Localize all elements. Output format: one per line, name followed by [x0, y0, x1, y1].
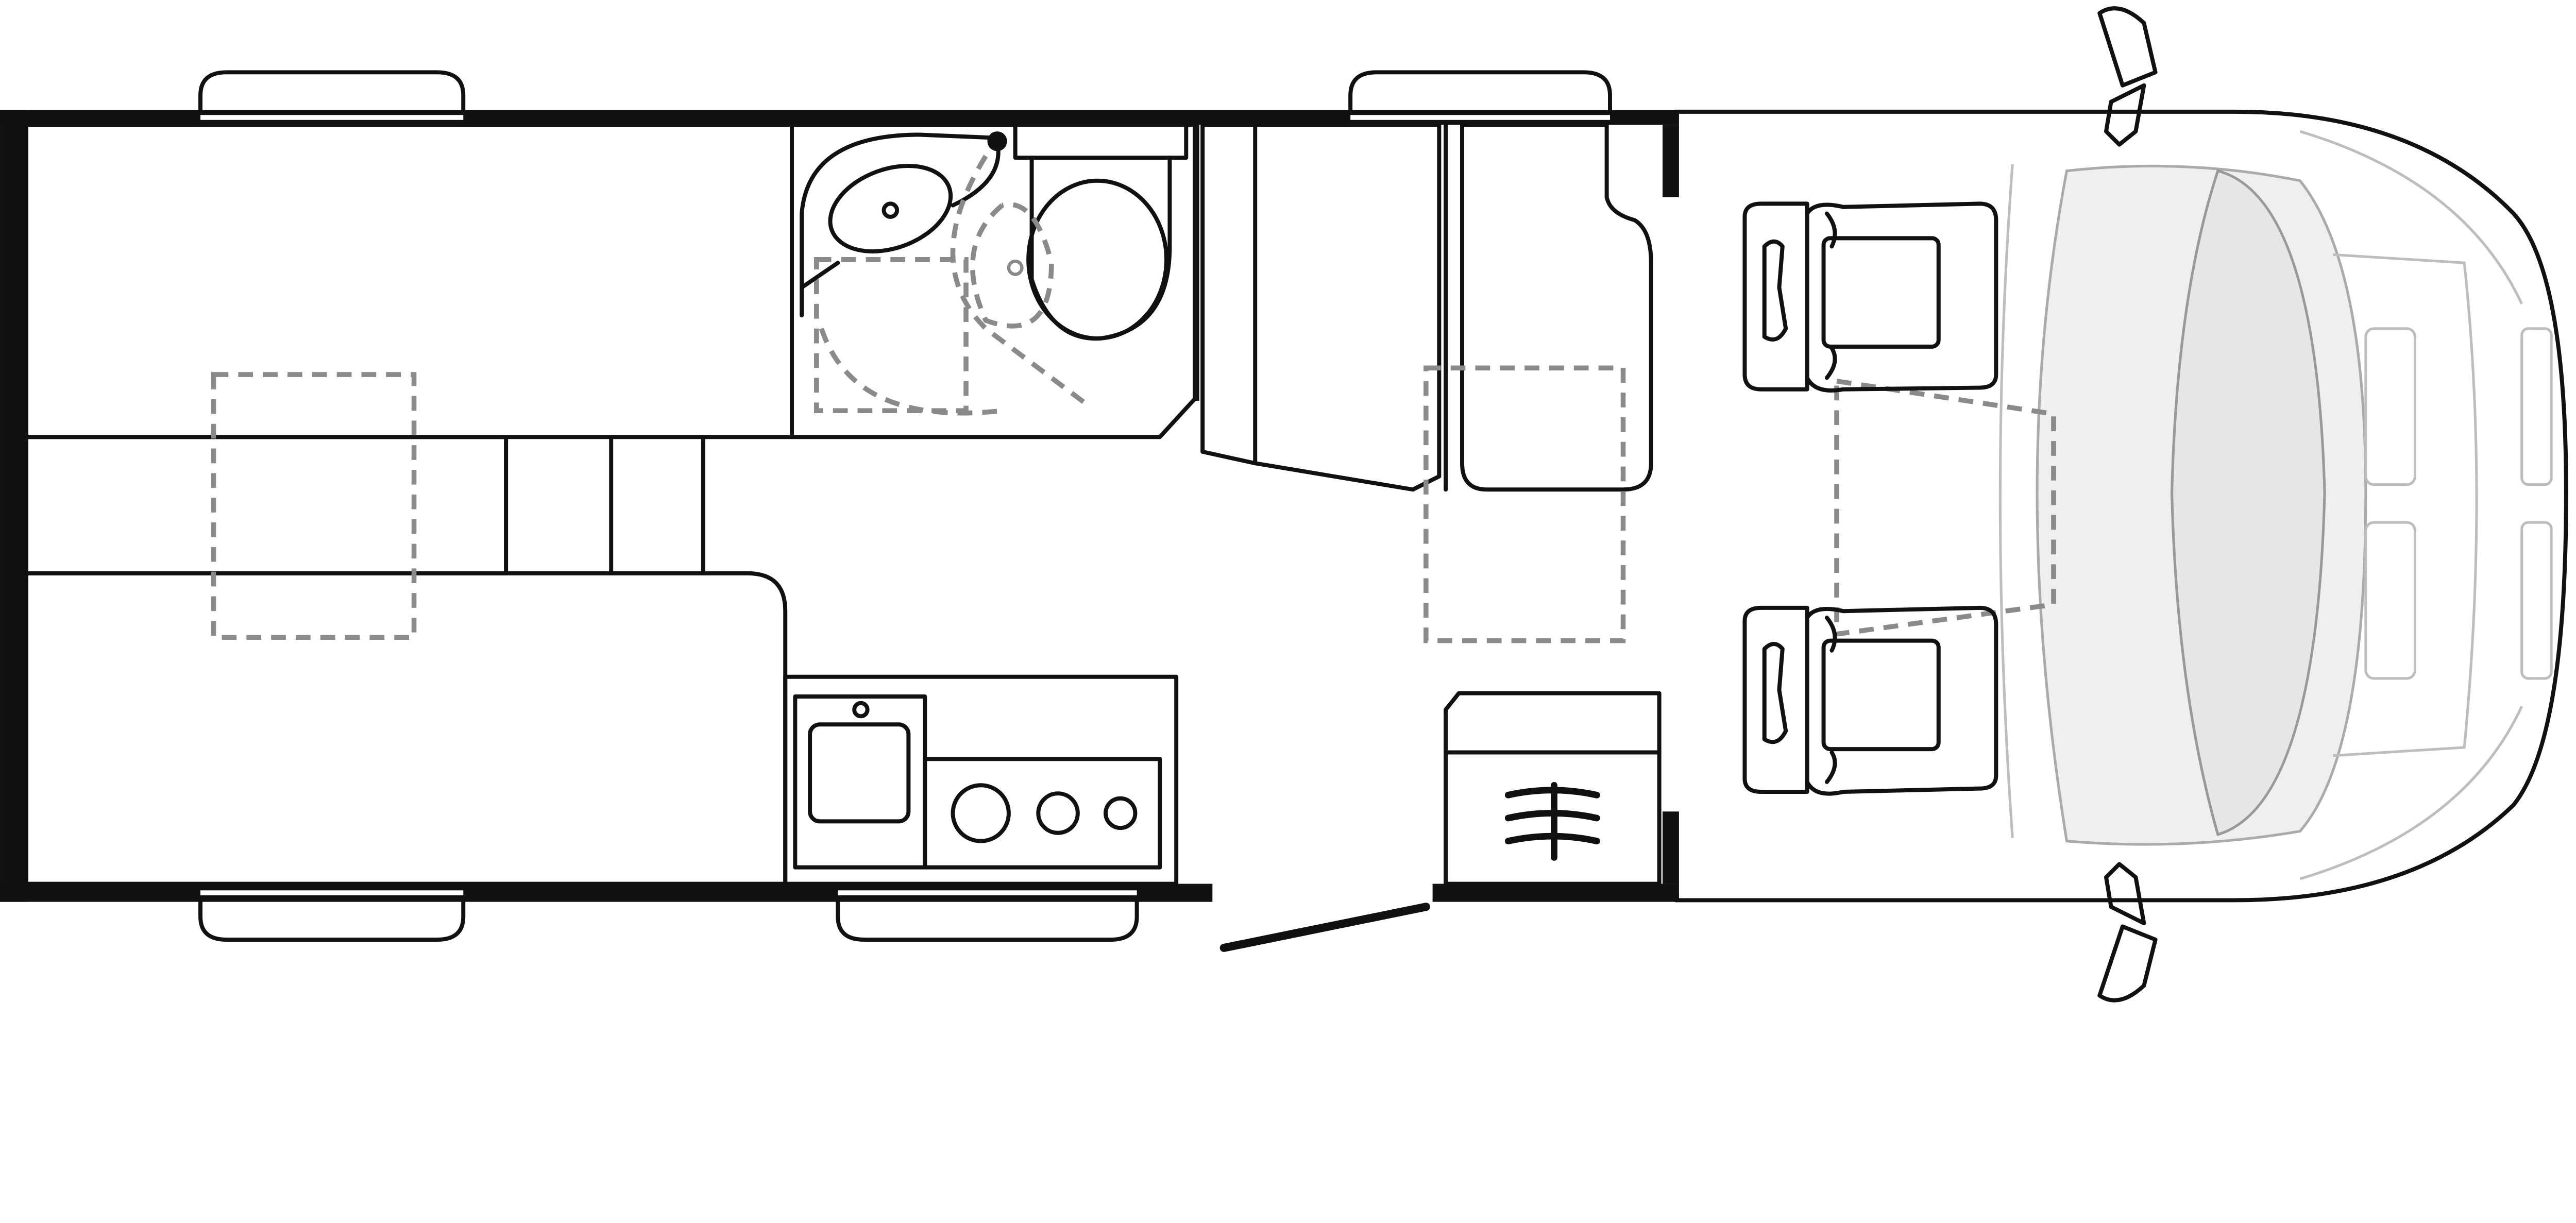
passenger-seat-cushion — [1805, 605, 1998, 796]
shower-door-swing — [819, 155, 1086, 416]
wall-window-sill-1 — [200, 115, 464, 120]
cab-body — [1673, 109, 2568, 903]
burner-small — [1104, 796, 1138, 830]
cab-table-swing — [1834, 378, 2056, 637]
window-kitchen-bottom — [836, 895, 1139, 942]
floor-drain — [1007, 259, 1024, 276]
bathroom-sink — [828, 163, 953, 253]
sink-surround — [793, 694, 927, 870]
mirror-top-icon — [2097, 6, 2158, 147]
walls — [0, 110, 1679, 902]
tap-icon — [852, 701, 870, 719]
window-mid-top — [1348, 70, 1612, 117]
mirror-bottom-icon — [2097, 862, 2158, 1003]
shower-tray — [814, 257, 969, 413]
driver-seat-base — [1742, 201, 1809, 392]
driver-armrest — [1762, 211, 1837, 380]
cab-line-2 — [2299, 130, 2523, 880]
heater-vent-icon — [1504, 782, 1600, 861]
cab-line-1 — [1998, 164, 2014, 838]
wall-bath-side — [1193, 125, 1199, 401]
cab — [1673, 6, 2568, 1003]
passenger-seat-back — [1821, 638, 1941, 752]
window-rear-top — [198, 70, 466, 117]
wall-bottom-front — [1432, 884, 1679, 902]
driver-seat-back — [1821, 236, 1941, 349]
wardrobe — [1200, 123, 1442, 492]
side-light-2 — [2364, 521, 2417, 680]
kitchen — [783, 674, 1179, 886]
windows — [198, 70, 1612, 942]
toilet-seat — [1026, 178, 1169, 341]
fridge — [1444, 691, 1662, 886]
sink-counter — [800, 132, 1001, 318]
side-light-1 — [2364, 327, 2417, 486]
kitchen-sink — [808, 722, 911, 824]
bed-upper — [24, 123, 794, 439]
burner-large — [951, 783, 1011, 843]
wall-window-sill-4 — [838, 890, 1137, 895]
shower-hose — [800, 139, 1001, 290]
lounge — [1200, 123, 2056, 643]
side-seat — [1460, 123, 1653, 492]
headlight-2 — [2520, 521, 2553, 680]
bathroom — [790, 123, 1198, 439]
wall-cab-top — [1663, 125, 1679, 197]
passenger-seat — [1742, 605, 1998, 796]
kitchen-counter — [783, 674, 1179, 886]
entry-door[interactable] — [1219, 903, 1430, 952]
burner-medium — [1036, 791, 1080, 835]
rear-bed — [24, 123, 794, 886]
bed-middle — [24, 435, 509, 575]
wall-cab-bottom — [1663, 811, 1679, 884]
toilet-cistern — [1013, 123, 1189, 160]
wall-window-sill-3 — [200, 890, 464, 895]
passenger-armrest — [1762, 615, 1837, 784]
bed-lower — [24, 571, 788, 886]
window-rear-bottom — [198, 895, 466, 942]
headlight-1 — [2520, 327, 2553, 486]
camper-floor-plan — [0, 6, 2568, 1003]
fridge-top — [1444, 691, 1662, 755]
rear-skylight — [211, 372, 417, 640]
sink-drain — [882, 201, 900, 219]
front-seats — [1742, 201, 1998, 796]
driver-seat-cushion — [1805, 201, 1998, 393]
passenger-seat-base — [1742, 605, 1809, 794]
wall-window-sill-2 — [1350, 115, 1610, 120]
wall-left — [0, 110, 27, 902]
windscreen — [2171, 169, 2326, 837]
hob — [923, 757, 1162, 870]
driver-seat — [1742, 201, 1998, 393]
dinette-table — [1423, 365, 1626, 643]
cab-line-3 — [2332, 253, 2478, 757]
